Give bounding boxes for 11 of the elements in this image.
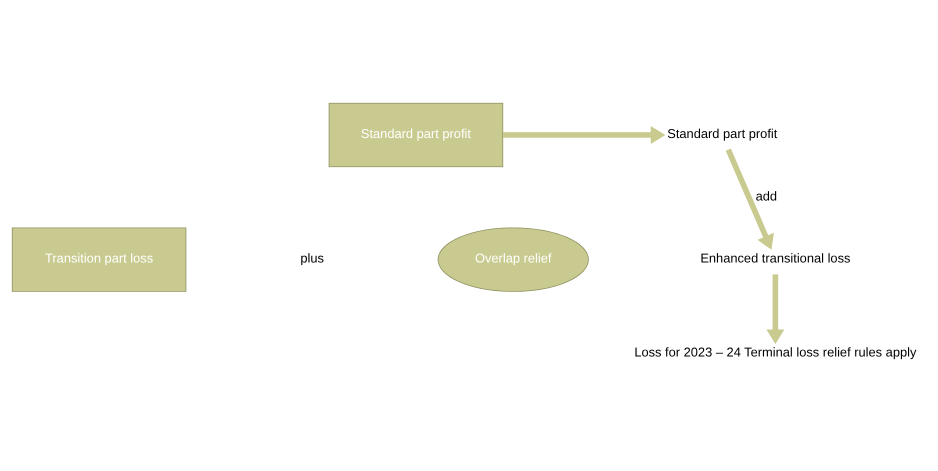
edge-label: add [756, 188, 778, 204]
arrow [726, 148, 774, 250]
arrow [766, 274, 784, 344]
node-ellipse: Overlap relief [438, 227, 589, 292]
node-box: Transition part loss [12, 227, 186, 292]
node-text: Enhanced transitional loss [700, 250, 850, 266]
node-text: Standard part profit [667, 126, 778, 142]
label: plus [300, 250, 324, 266]
arrow [503, 126, 666, 144]
node-box: Standard part profit [328, 102, 504, 168]
node-text: Loss for 2023 – 24 Terminal loss relief rules apply [634, 344, 916, 360]
